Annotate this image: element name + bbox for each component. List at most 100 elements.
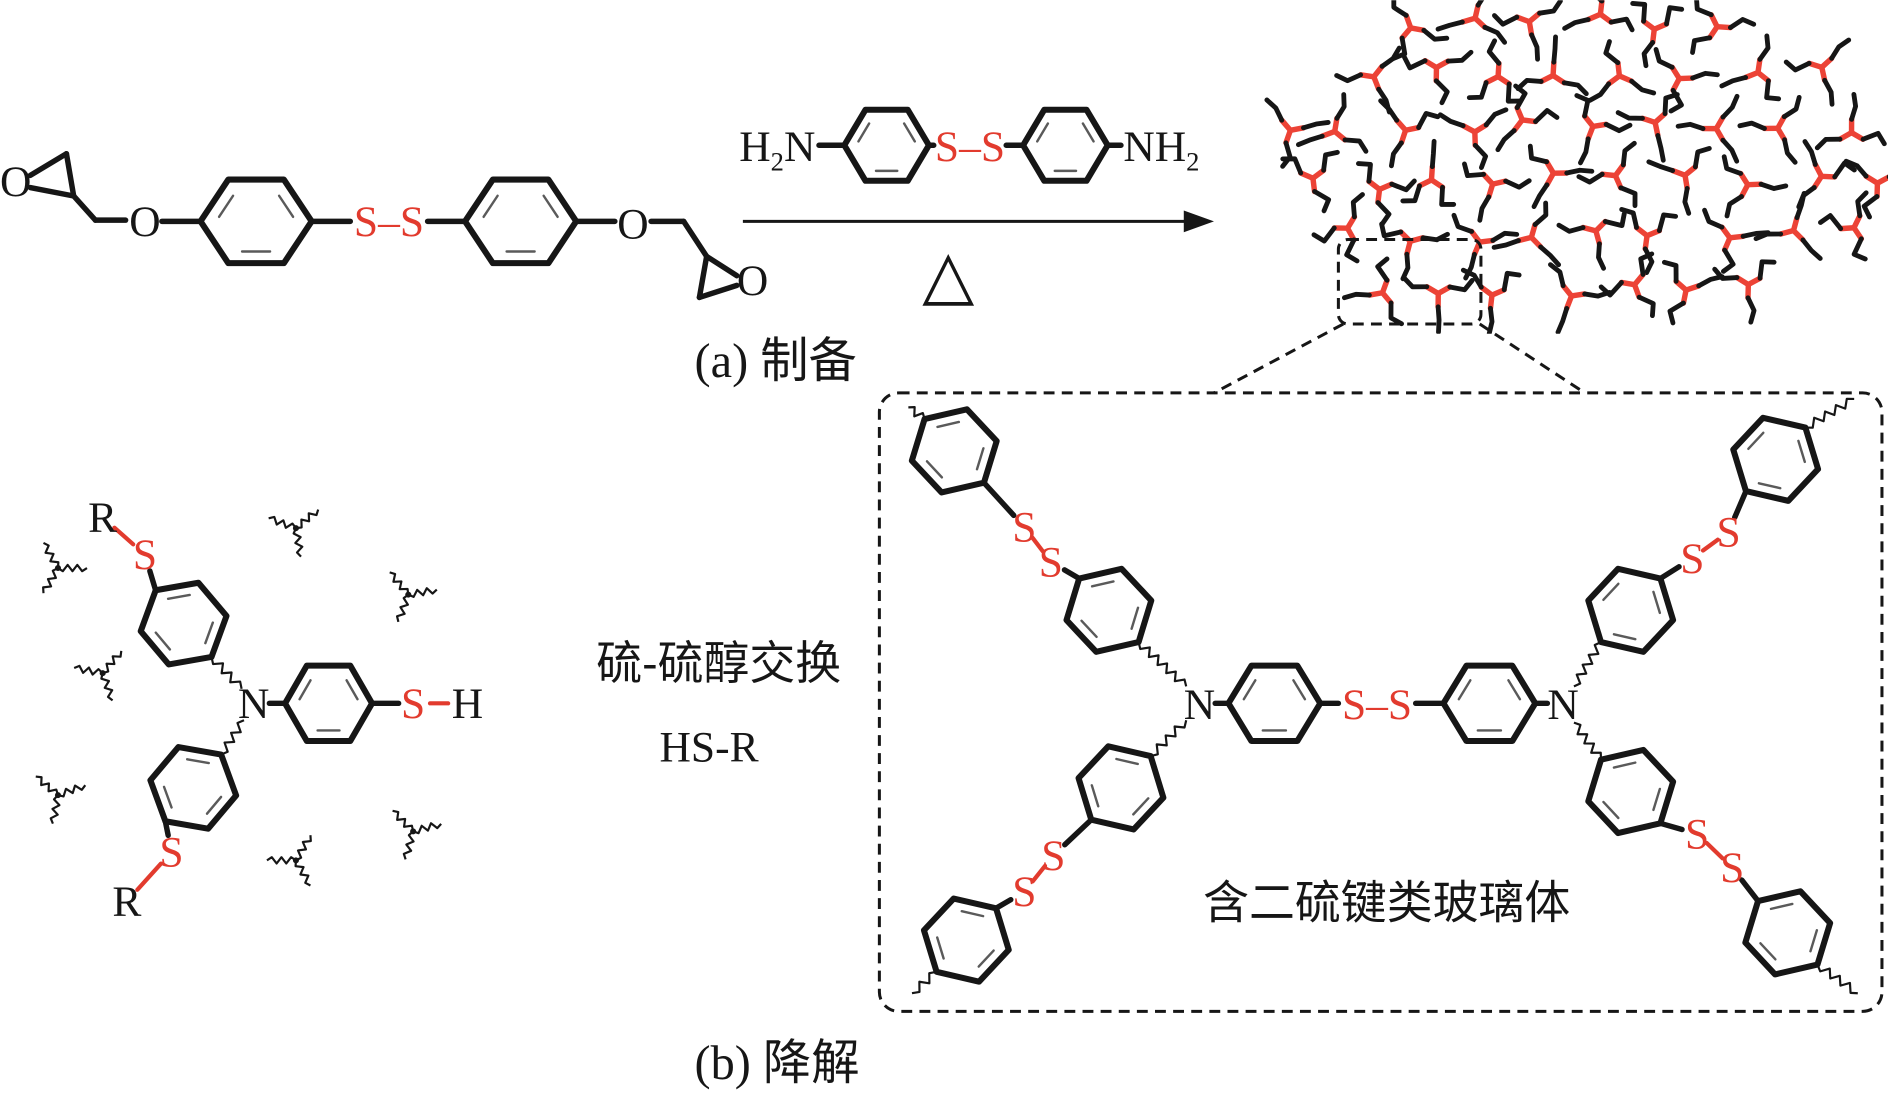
sulfur-bottom: S <box>159 828 183 876</box>
chain-segment <box>1638 251 1655 277</box>
chain-segment <box>1656 212 1679 234</box>
chain-segment <box>1719 75 1749 89</box>
chain-segment <box>1391 35 1408 61</box>
chain-segment <box>1280 140 1293 169</box>
ring-double-bond <box>1457 679 1472 701</box>
crosslinker-fragment <box>42 541 88 594</box>
chain-segment <box>1602 211 1627 229</box>
chain-segment <box>1578 136 1591 166</box>
vitrimer-label: 含二硫键类玻璃体 <box>1203 875 1570 929</box>
panel-b-caption: (b) 降解 <box>695 1037 860 1090</box>
reagent-bonds <box>816 106 1124 184</box>
chain-segment <box>1782 137 1798 165</box>
chain-segment <box>1646 159 1676 173</box>
chain-segment <box>1696 274 1725 289</box>
network-crosslink <box>1401 275 1475 334</box>
chain-segment <box>1783 59 1812 73</box>
chain-segment <box>1334 72 1364 84</box>
sulfur-upper-left-a: S <box>1012 503 1036 551</box>
amine-subscript: 2 <box>771 147 784 177</box>
chain-segment <box>1724 194 1744 219</box>
wavy-arm <box>102 650 123 675</box>
sulfur-lower-right-a: S <box>1685 810 1709 858</box>
network-crosslink <box>1737 94 1802 165</box>
ring-double-bond <box>542 194 559 219</box>
chain-segment <box>1447 278 1475 293</box>
amine-n: N <box>784 123 815 171</box>
chain-segment <box>1721 154 1744 176</box>
amine-subscript: 2 <box>1186 147 1199 177</box>
wavy-bond <box>911 970 937 995</box>
network-crosslink <box>1280 149 1340 214</box>
chain-segment <box>1531 182 1550 210</box>
chain-segment <box>1515 77 1544 91</box>
network-crosslink <box>1630 1 1685 69</box>
wavy-arm <box>389 571 410 595</box>
crosslinker-fragment <box>268 509 320 558</box>
network-crosslink <box>1574 93 1633 166</box>
wavy-arm <box>268 515 297 529</box>
wavy-arm <box>266 856 297 865</box>
amine-h: H <box>739 123 770 171</box>
sulfur-upper-right-b: S <box>1716 508 1740 556</box>
epoxide-bond <box>27 184 77 199</box>
network-crosslink <box>1818 190 1869 262</box>
ring-double-bond <box>902 122 916 143</box>
epoxide-bond <box>696 253 710 301</box>
heat-symbol: △ <box>922 234 974 313</box>
network-crosslink <box>1295 92 1369 154</box>
chain-segment <box>1641 39 1656 69</box>
wavy-arm <box>100 672 114 702</box>
chain-segment <box>1690 70 1720 81</box>
ring-double-bond <box>1759 942 1777 961</box>
wavy-bond <box>1573 721 1603 760</box>
chain-segment <box>1439 184 1457 207</box>
chain-segment <box>1513 83 1528 111</box>
sulfur-upper-right-a: S <box>1680 535 1704 583</box>
wavy-arm <box>402 830 415 860</box>
chain-segment <box>1781 94 1802 120</box>
chain-segment <box>1618 185 1638 209</box>
chain-segment <box>1843 158 1869 179</box>
chain-segment <box>1630 1 1648 24</box>
network-crosslink <box>1495 83 1560 153</box>
network-crosslink <box>1712 259 1777 325</box>
wavy-arm <box>73 664 104 676</box>
bond <box>1732 488 1749 521</box>
wavy-arm <box>295 509 320 530</box>
wavy-bond <box>210 656 243 690</box>
wavy-arm <box>57 563 88 573</box>
network-crosslink <box>1562 0 1635 33</box>
wavy-arm <box>412 822 442 835</box>
benzene-ring <box>197 176 315 267</box>
wavy-bond <box>220 719 245 756</box>
wavy-bond <box>1805 397 1855 429</box>
chain-segment <box>1814 136 1843 151</box>
benzene-ring <box>282 662 376 745</box>
network-crosslink <box>1334 45 1402 115</box>
chain-segment <box>1720 137 1740 164</box>
chain-segment <box>1264 97 1285 123</box>
chain-segment <box>1486 305 1495 334</box>
chain-segment <box>1529 32 1540 62</box>
chain-segment <box>1391 0 1409 18</box>
chain-segment <box>1587 81 1612 103</box>
chain-segment <box>1421 27 1450 42</box>
chain-segment <box>1503 178 1532 190</box>
fragment-bonds <box>35 509 451 892</box>
chain-segment <box>1574 93 1591 119</box>
chain-segment <box>1692 146 1712 170</box>
wavy-arm <box>292 527 304 558</box>
chain-segment <box>1379 45 1402 69</box>
ether-oxygen-right: O <box>617 200 648 248</box>
ring-double-bond <box>1090 580 1115 588</box>
chain-segment <box>1472 142 1489 170</box>
chain-segment <box>1860 130 1887 147</box>
disulfide-epoxy-monomer: O O S–S O O <box>0 150 768 305</box>
network-crosslink <box>1527 143 1595 210</box>
chain-segment <box>1295 133 1325 148</box>
network-crosslink <box>1379 221 1450 282</box>
chain-segment <box>1822 77 1835 107</box>
chain-segment <box>1466 80 1489 101</box>
ring-double-bond <box>1797 439 1807 464</box>
